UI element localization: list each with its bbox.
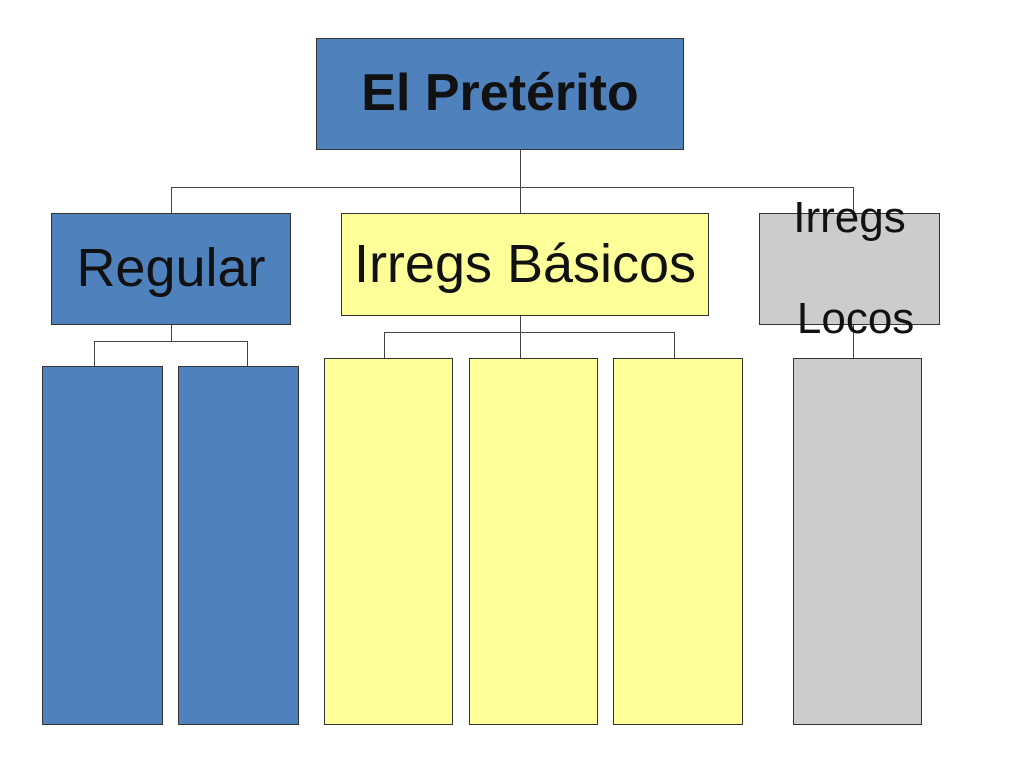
branch-locos-label-line-2: Locos — [784, 294, 915, 344]
locos-leaf-1 — [793, 358, 922, 725]
connector-regular-bar — [94, 341, 248, 342]
connector-basicos-child-2 — [520, 332, 521, 358]
connector-to-regular — [171, 187, 172, 213]
connector-root-down — [520, 150, 521, 188]
connector-regular-child-1 — [94, 341, 95, 367]
connector-to-locos — [853, 187, 854, 213]
root-label: El Pretérito — [361, 64, 639, 123]
connector-basicos-bar — [384, 332, 675, 333]
connector-regular-down — [171, 325, 172, 342]
branch-basicos-label: Irregs Básicos — [353, 233, 697, 294]
basicos-leaf-2 — [469, 358, 598, 725]
connector-basicos-down — [520, 316, 521, 333]
connector-basicos-child-1 — [384, 332, 385, 358]
connector-to-basicos — [520, 187, 521, 213]
connector-locos-down — [853, 325, 854, 358]
branch-regular-label: Regular — [76, 238, 266, 299]
connector-regular-child-2 — [247, 341, 248, 367]
branch-irregs-basicos: Irregs Básicos — [341, 213, 709, 316]
connector-basicos-child-3 — [674, 332, 675, 358]
regular-leaf-2 — [178, 366, 299, 725]
root-node: El Pretérito — [316, 38, 684, 150]
branch-locos-label: Irregs Locos — [784, 143, 915, 396]
basicos-leaf-3 — [613, 358, 743, 725]
basicos-leaf-1 — [324, 358, 453, 725]
regular-leaf-1 — [42, 366, 163, 725]
branch-regular: Regular — [51, 213, 291, 325]
branch-locos-label-line-1: Irregs — [793, 193, 906, 243]
connector-top-bar — [171, 187, 853, 188]
branch-irregs-locos: Irregs Locos — [759, 193, 940, 343]
